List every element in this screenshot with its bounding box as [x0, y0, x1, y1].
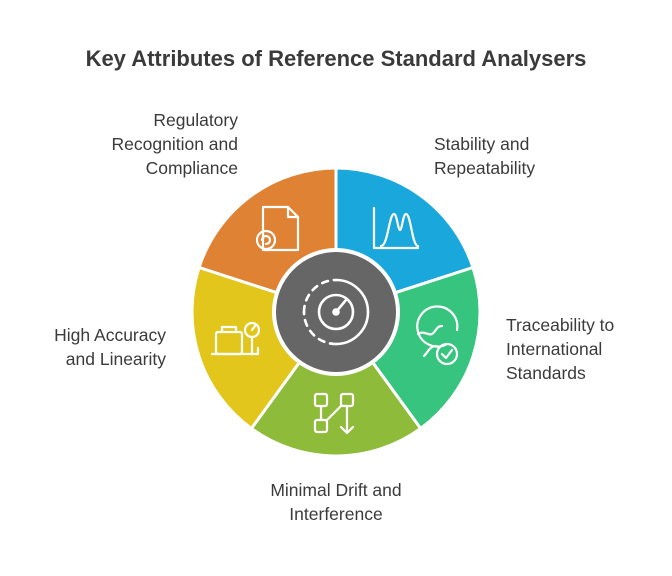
label-regulatory: Regulatory Recognition and Compliance: [111, 110, 238, 178]
diagram-title: Key Attributes of Reference Standard Ana…: [85, 46, 587, 71]
label-drift: Minimal Drift and Interference: [270, 480, 402, 524]
peak-chart-icon: [372, 206, 420, 250]
flow-steps-icon: [313, 392, 355, 435]
label-stability: Stability and Repeatability: [434, 134, 536, 178]
label-accuracy: High Accuracy and Linearity: [54, 325, 166, 369]
scale-gauge-icon: [210, 321, 261, 356]
document-seal-icon: [255, 205, 300, 252]
globe-check-icon: [416, 305, 459, 366]
segment-drift: [249, 309, 423, 458]
precision-target-icon: [302, 278, 370, 346]
label-traceability: Traceability to International Standards: [506, 315, 615, 383]
